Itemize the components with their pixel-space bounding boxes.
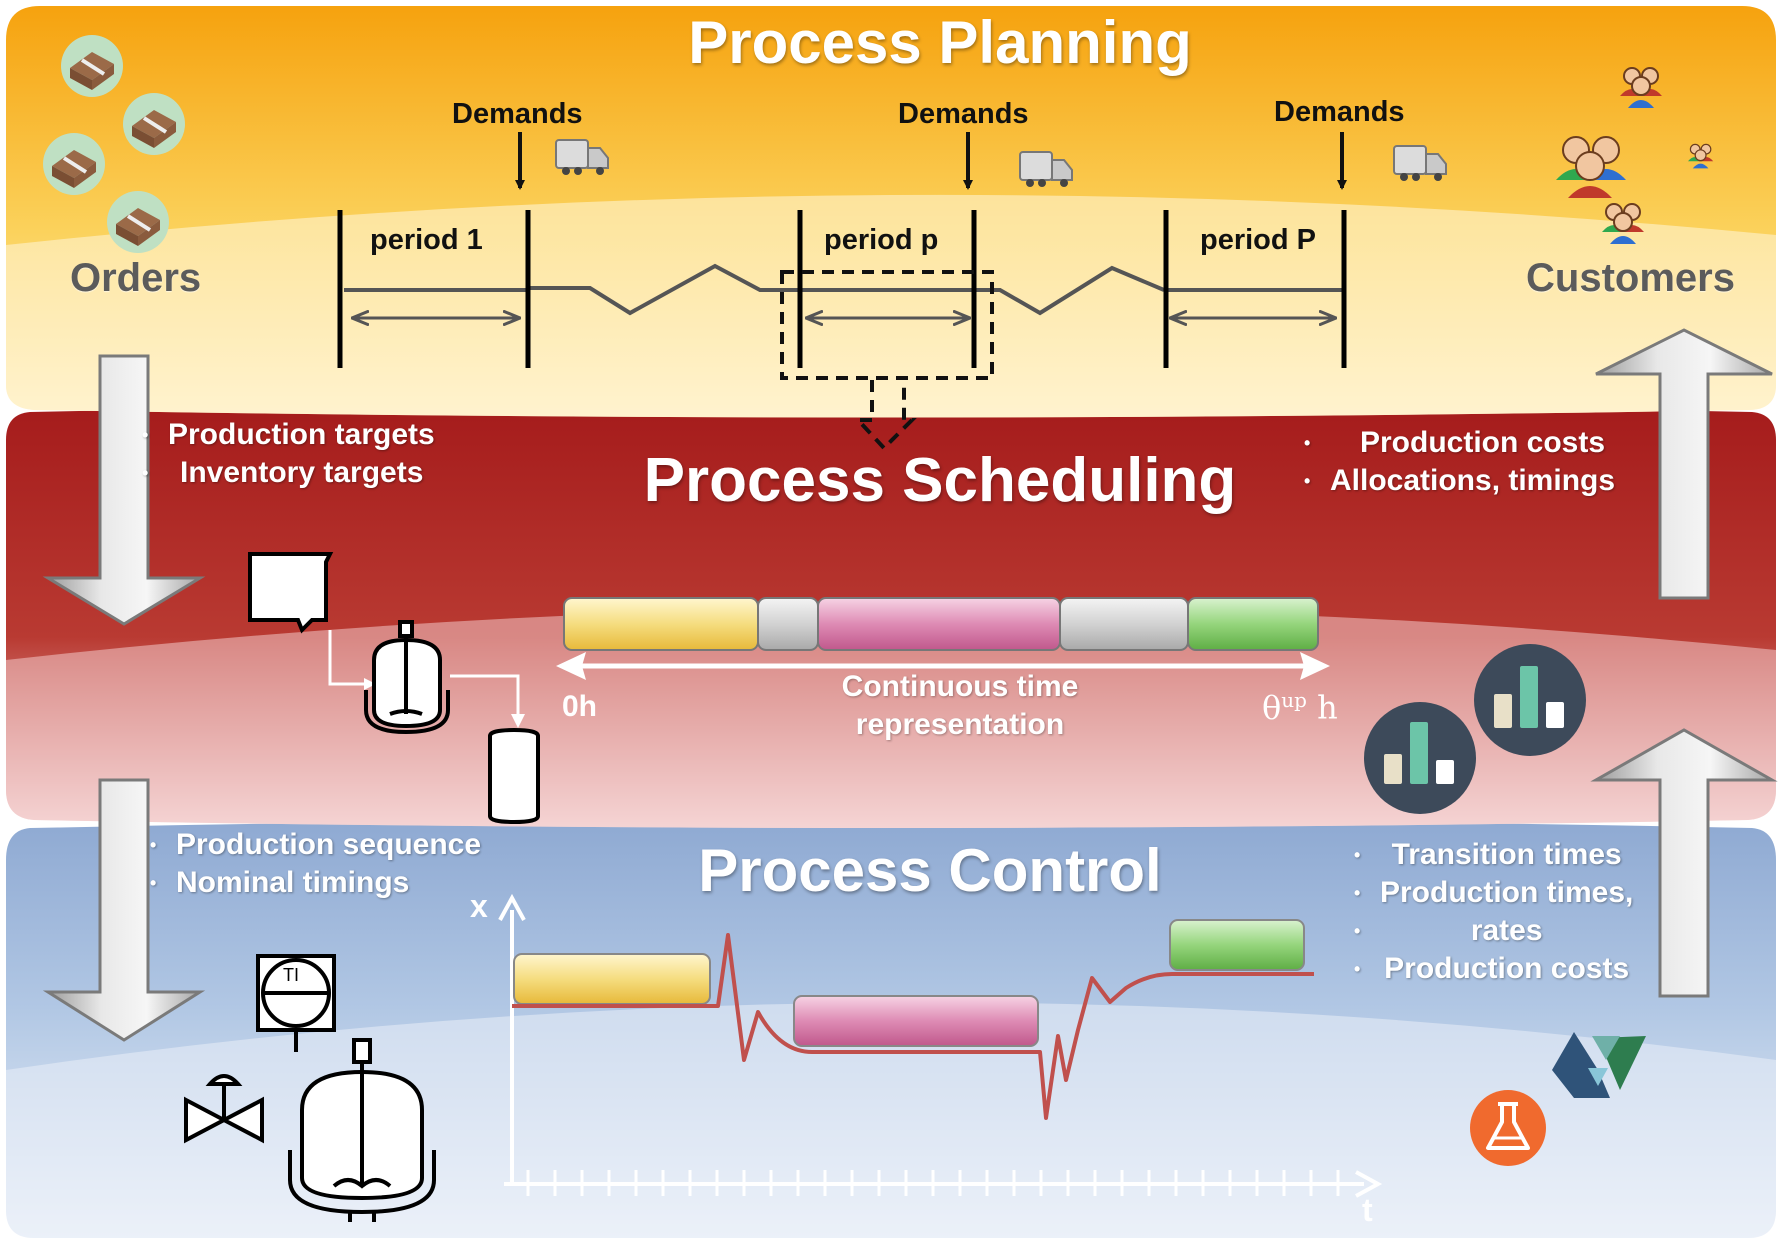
control-input-item: Production sequence [150, 826, 481, 864]
order-box-icon [107, 191, 169, 253]
period-boundaries [337, 210, 1347, 368]
setpoint-bars [513, 919, 1305, 1047]
task-bar-pink [817, 597, 1061, 651]
control-title: Process Control [698, 837, 1162, 904]
flow-line [328, 630, 372, 686]
period-label-1: period 1 [370, 224, 483, 256]
order-box-icon [43, 133, 105, 195]
control-input-item: Nominal timings [150, 864, 481, 902]
scheduling-outputs-list: Production costs Allocations, timings [1304, 424, 1615, 500]
analytics-logo-icon [1552, 1032, 1646, 1098]
feed-tank-icon [248, 552, 334, 634]
control-output-item-continued: rates [1354, 912, 1633, 950]
planning-title: Process Planning [688, 9, 1192, 76]
period-label-p: period p [824, 224, 939, 256]
scheduling-output-item: Production costs [1304, 424, 1615, 462]
temperature-indicator-label: TI [283, 965, 299, 985]
truck-icon [1393, 145, 1447, 181]
customer-group-icon [1556, 136, 1626, 198]
zoom-highlight [780, 270, 994, 451]
order-box-icon [61, 35, 123, 97]
temperature-indicator-icon [256, 954, 336, 1052]
customer-group-icon [1620, 67, 1662, 108]
control-outputs-list: Transition times Production times, rates… [1354, 836, 1633, 988]
scheduling-input-item: Production targets [142, 416, 435, 454]
customer-group-icon [1688, 143, 1714, 169]
orders-label: Orders [70, 256, 202, 300]
planning-to-scheduling-arrow [42, 354, 206, 626]
setpoint-bar-pink [793, 995, 1039, 1047]
demand-label-2: Demands [898, 98, 1029, 130]
demand-label-1: Demands [452, 98, 583, 130]
analytics-chart-icon [1474, 644, 1586, 756]
control-output-item: Production costs [1354, 950, 1633, 988]
control-to-scheduling-arrow [1590, 728, 1778, 998]
scheduling-to-control-arrow [42, 778, 206, 1042]
scheduling-inputs-list: Production targets Inventory targets [142, 416, 435, 492]
demand-label-3: Demands [1274, 96, 1405, 128]
time-end-label: θup h [1262, 688, 1338, 727]
controlled-reactor-icon [288, 1038, 436, 1222]
task-bar-yellow [563, 597, 759, 651]
scheduling-output-item: Allocations, timings [1304, 462, 1615, 500]
setpoint-bar-green [1169, 919, 1305, 971]
time-caption: Continuous time representation [760, 668, 1160, 744]
truck-icon [555, 139, 609, 175]
time-caption-line: Continuous time [841, 670, 1079, 703]
scheduling-to-planning-arrow [1595, 328, 1773, 600]
control-output-item: Transition times [1354, 836, 1633, 874]
period-label-P: period P [1200, 224, 1317, 256]
plot-axis-x-label: x [470, 888, 488, 924]
control-valve-icon [184, 1074, 264, 1144]
task-bar-grey [1059, 597, 1189, 651]
setpoint-bar-yellow [513, 953, 711, 1005]
order-box-icon [123, 93, 185, 155]
lab-flask-icon [1470, 1090, 1546, 1166]
product-tank-icon [488, 727, 540, 825]
controlled-variable-trajectory [512, 933, 1314, 1120]
plot-axis-t-label: t [1362, 1192, 1373, 1228]
reactor-icon [364, 620, 450, 735]
control-plot-ticks [526, 1170, 1340, 1196]
scheduling-input-item: Inventory targets [142, 454, 435, 492]
control-output-item: Production times, [1354, 874, 1633, 912]
task-bar-grey [757, 597, 819, 651]
control-inputs-list: Production sequence Nominal timings [150, 826, 481, 902]
flow-line [450, 674, 520, 720]
task-bar-green [1187, 597, 1319, 651]
time-axis-arrow [556, 652, 1330, 680]
analytics-chart-icon [1364, 702, 1476, 814]
schedule-gantt [563, 597, 1319, 651]
time-caption-line: representation [855, 708, 1065, 741]
customers-label: Customers [1526, 256, 1735, 300]
time-start-label: 0h [562, 690, 598, 723]
truck-icon [1019, 151, 1073, 187]
scheduling-title: Process Scheduling [643, 446, 1237, 515]
demand-arrows [515, 132, 1347, 190]
customer-group-icon [1602, 203, 1644, 244]
